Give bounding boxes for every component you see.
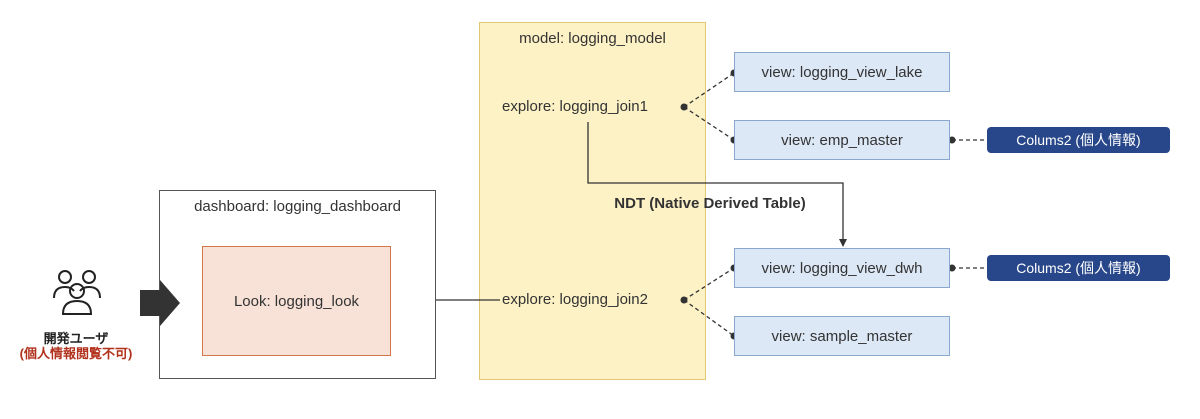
view-emp-master: view: emp_master xyxy=(734,120,950,160)
model-container xyxy=(479,22,706,380)
connector-join2-dwh xyxy=(683,267,735,301)
view-label: view: sample_master xyxy=(771,327,913,345)
model-title: model: logging_model xyxy=(519,30,666,47)
look-box: Look: logging_look xyxy=(202,246,391,356)
view-logging-view-dwh: view: logging_view_dwh xyxy=(734,248,950,288)
pii-badge-dwh: Colums2 (個人情報) xyxy=(987,255,1170,281)
users-icon xyxy=(50,268,104,323)
explore-join1-label: explore: logging_join1 xyxy=(502,98,648,115)
pii-badge-label: Colums2 (個人情報) xyxy=(1016,132,1141,148)
pii-badge-emp-master: Colums2 (個人情報) xyxy=(987,127,1170,153)
ndt-label: NDT (Native Derived Table) xyxy=(614,195,806,212)
look-label: Look: logging_look xyxy=(233,292,360,310)
dashboard-title: dashboard: logging_dashboard xyxy=(194,198,401,215)
connector-dot xyxy=(948,136,956,144)
pii-badge-label: Colums2 (個人情報) xyxy=(1016,260,1141,276)
connector-join1-lake xyxy=(683,72,735,108)
explore-join2-label: explore: logging_join2 xyxy=(502,291,648,308)
connector-join2-sample xyxy=(683,299,735,337)
view-label: view: emp_master xyxy=(781,131,903,149)
ndt-connector xyxy=(587,122,847,247)
connector-dot xyxy=(948,264,956,272)
view-logging-view-lake: view: logging_view_lake xyxy=(734,52,950,92)
view-sample-master: view: sample_master xyxy=(734,316,950,356)
connector-join1-emp xyxy=(683,106,735,141)
user-note: (個人情報閲覧不可) xyxy=(19,346,133,361)
user-name: 開発ユーザ xyxy=(43,331,109,346)
view-label: view: logging_view_dwh xyxy=(761,259,923,277)
user-access-arrow-icon xyxy=(140,280,180,331)
view-label: view: logging_view_lake xyxy=(761,63,923,81)
